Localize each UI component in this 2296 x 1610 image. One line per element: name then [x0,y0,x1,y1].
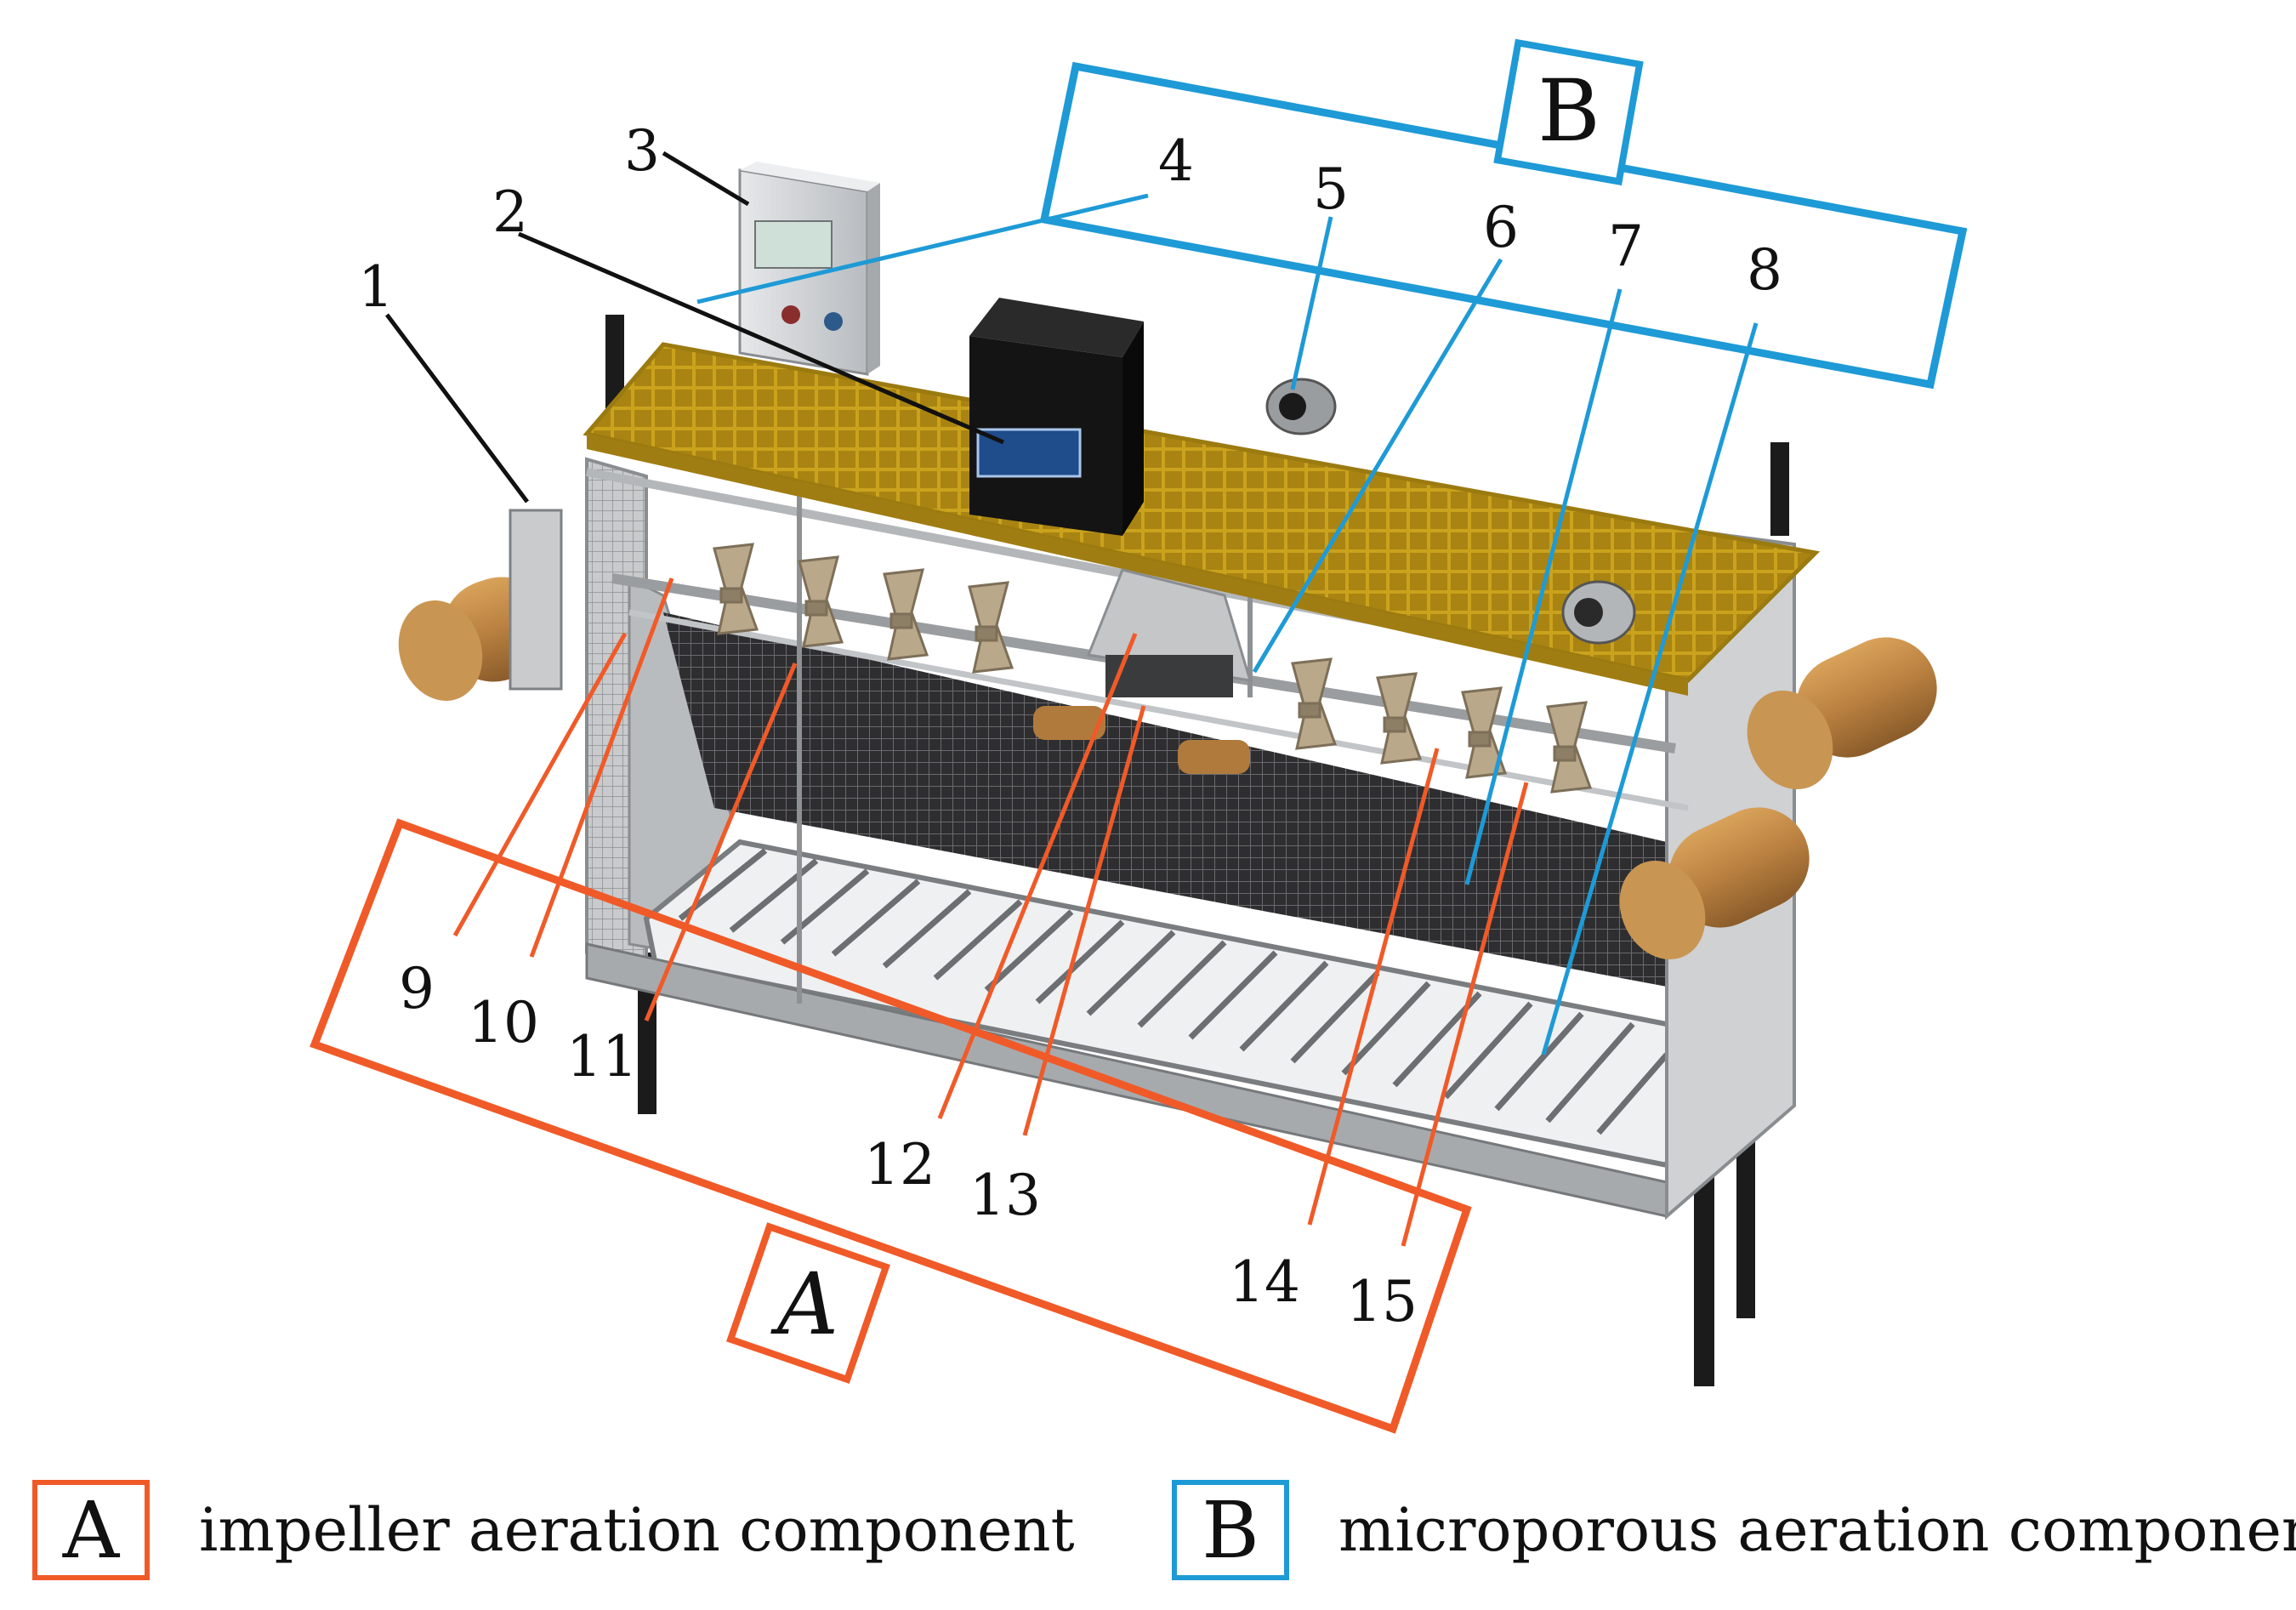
callout-numbers: 1 2 3 4 5 6 7 8 9 10 11 12 13 14 15 [358,118,1782,1334]
impellers-right [1291,657,1593,794]
component-a-tag [726,1222,890,1385]
roller [1178,740,1250,774]
legend-letter-a: A [62,1484,120,1576]
leader-line-12 [937,633,1138,1119]
impeller [1376,672,1423,765]
callout-11: 11 [566,1024,638,1089]
post [1770,442,1789,536]
air-blower [1265,378,1337,435]
callout-14: 14 [1229,1249,1300,1315]
impeller [713,543,759,635]
callout-12: 12 [864,1132,935,1198]
air-blower [1561,580,1636,645]
callout-13: 13 [969,1163,1041,1228]
callout-2: 2 [492,179,528,245]
leader-line-15 [1401,782,1529,1247]
leader-line-11 [644,663,798,1021]
legend-label-b: microporous aeration component [1338,1495,2296,1565]
impeller [968,581,1014,674]
callout-5: 5 [1313,156,1349,222]
callout-9: 9 [399,956,435,1021]
impeller [798,555,844,648]
leader-line-8 [1541,322,1759,1055]
leg [1694,1157,1714,1386]
leader-line-5 [1290,216,1333,390]
cabinet-knob [781,305,800,324]
float-drum-right-upper [1747,637,1937,790]
cabinet-knob [824,312,843,331]
leader-line-7 [1464,288,1623,885]
leader-line-1 [385,313,529,503]
callout-15: 15 [1346,1269,1418,1334]
grille-bars [678,848,1669,1135]
callout-4: 4 [1158,128,1194,194]
callout-7: 7 [1608,213,1644,279]
control-cabinet [738,162,880,376]
impeller [1291,657,1338,750]
impeller [1546,701,1593,794]
component-a-tag-letter: A [770,1254,838,1354]
impeller [1461,686,1508,779]
component-b-outline: B [1039,38,1968,390]
leader-line-14 [1307,748,1440,1226]
callout-1: 1 [358,254,394,320]
callout-6: 6 [1483,195,1519,260]
legend-label-a: impeller aeration component [199,1495,1075,1565]
component-b-tag [1493,38,1644,186]
leader-line-9 [452,632,628,937]
component-a-outline: A [310,818,1472,1434]
leader-line-10 [529,577,674,958]
black-unit [969,298,1144,536]
legend-item-a: A impeller aeration component [32,1480,1075,1580]
float-drum-left [398,509,563,701]
leader-lines-orange [452,577,1529,1247]
mesh-screen [663,612,1667,987]
float-drum-right-lower [1619,807,1810,960]
post [605,315,624,408]
callout-8: 8 [1747,237,1782,303]
leader-line-6 [1252,258,1503,674]
leader-lines-blue [696,193,1759,1055]
leader-line-2 [518,231,1004,445]
walkway-grating [583,342,1821,683]
component-b-tag-letter: B [1537,61,1600,161]
roller [1033,706,1105,740]
callout-10: 10 [468,990,539,1055]
leader-line-13 [1022,705,1146,1136]
legend-swatch-b: B [1172,1480,1289,1580]
impellers-left [713,543,1014,674]
impeller [883,568,929,661]
legend-letter-b: B [1202,1484,1259,1576]
legend-swatch-a: A [32,1480,150,1580]
leader-line-4 [696,193,1149,304]
callout-3: 3 [624,118,660,184]
legend-item-b: B microporous aeration component [1172,1480,2296,1580]
leader-line-3 [662,151,750,207]
grating-edge [587,434,1688,696]
cabinet-display [754,220,833,269]
leader-lines-black [385,151,1004,503]
